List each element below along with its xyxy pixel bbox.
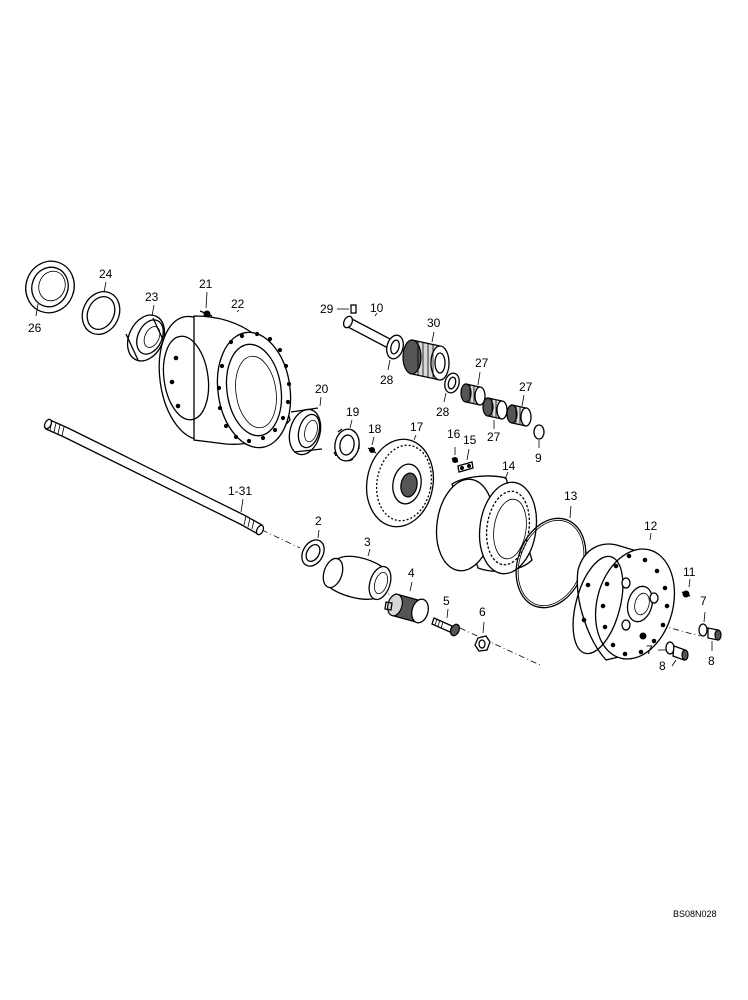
part-1-31-axle-shaft	[43, 418, 265, 536]
part-26-seal-ring	[25, 260, 75, 314]
callout-4: 4	[408, 566, 415, 580]
callout-29: 29	[320, 302, 334, 316]
part-27-needle-bearing-c	[506, 404, 532, 427]
callout-8b: 8	[659, 659, 666, 673]
part-15-lock-plate	[457, 461, 474, 473]
part-3-sleeve	[322, 555, 392, 601]
part-16-bolt	[451, 457, 459, 463]
callout-22: 22	[231, 297, 245, 311]
callout-10: 10	[370, 301, 384, 315]
part-9-circlip	[533, 424, 545, 440]
part-28-thrust-washer	[386, 334, 404, 360]
part-19-castle-nut	[333, 428, 360, 462]
callout-17: 17	[410, 420, 424, 434]
part-21-bolt	[199, 310, 213, 318]
callout-27a: 27	[475, 356, 489, 370]
callout-27b: 27	[487, 430, 501, 444]
part-11-bolt	[681, 590, 691, 598]
part-4-pinion	[384, 593, 429, 624]
callout-30: 30	[427, 316, 441, 330]
part-5-bolt	[431, 617, 461, 637]
diagram-reference-code: BS08N028	[673, 909, 717, 919]
callout-27c: 27	[519, 380, 533, 394]
part-27-needle-bearing-b	[482, 397, 508, 420]
part-6-nut	[474, 635, 491, 652]
part-22-hub-housing	[158, 315, 292, 449]
part-20-bearing	[288, 407, 323, 456]
callout-7a: 7	[700, 594, 707, 608]
part-2-snap-ring	[301, 539, 325, 567]
callout-23: 23	[145, 290, 159, 304]
part-27-needle-bearing-a	[460, 383, 486, 406]
part-10-shaft	[342, 315, 393, 349]
part-30-planet-gear	[402, 339, 450, 381]
callout-7b: 7	[646, 643, 653, 657]
part-14-ring-gear	[435, 475, 538, 575]
callout-14: 14	[502, 459, 516, 473]
callout-26: 26	[28, 321, 42, 335]
part-28-washer-2	[444, 372, 460, 394]
callout-8a: 8	[708, 654, 715, 668]
callout-28b: 28	[436, 405, 450, 419]
callout-3: 3	[364, 535, 371, 549]
callout-12: 12	[644, 519, 658, 533]
part-24-spacer-ring	[81, 291, 121, 335]
callout-21: 21	[199, 277, 213, 291]
callout-19: 19	[346, 405, 360, 419]
callout-20: 20	[315, 382, 329, 396]
callout-13: 13	[564, 489, 578, 503]
part-29-pin	[350, 304, 357, 314]
part-8-plug-upper	[707, 627, 722, 641]
callout-6: 6	[479, 605, 486, 619]
part-17-gear	[365, 438, 435, 528]
part-7-washer-upper	[698, 623, 708, 637]
callout-11: 11	[683, 565, 696, 579]
part-8-plug-lower	[672, 645, 689, 661]
callout-28a: 28	[380, 373, 394, 387]
callout-15: 15	[463, 433, 477, 447]
callout-9: 9	[535, 451, 542, 465]
part-18-screw	[367, 447, 377, 454]
callout-5: 5	[443, 594, 450, 608]
callout-18: 18	[368, 422, 382, 436]
callout-16: 16	[447, 427, 461, 441]
callout-24: 24	[99, 267, 113, 281]
callout-1-31: 1-31	[228, 484, 252, 498]
callout-2: 2	[315, 514, 322, 528]
part-12-cover	[572, 543, 676, 661]
